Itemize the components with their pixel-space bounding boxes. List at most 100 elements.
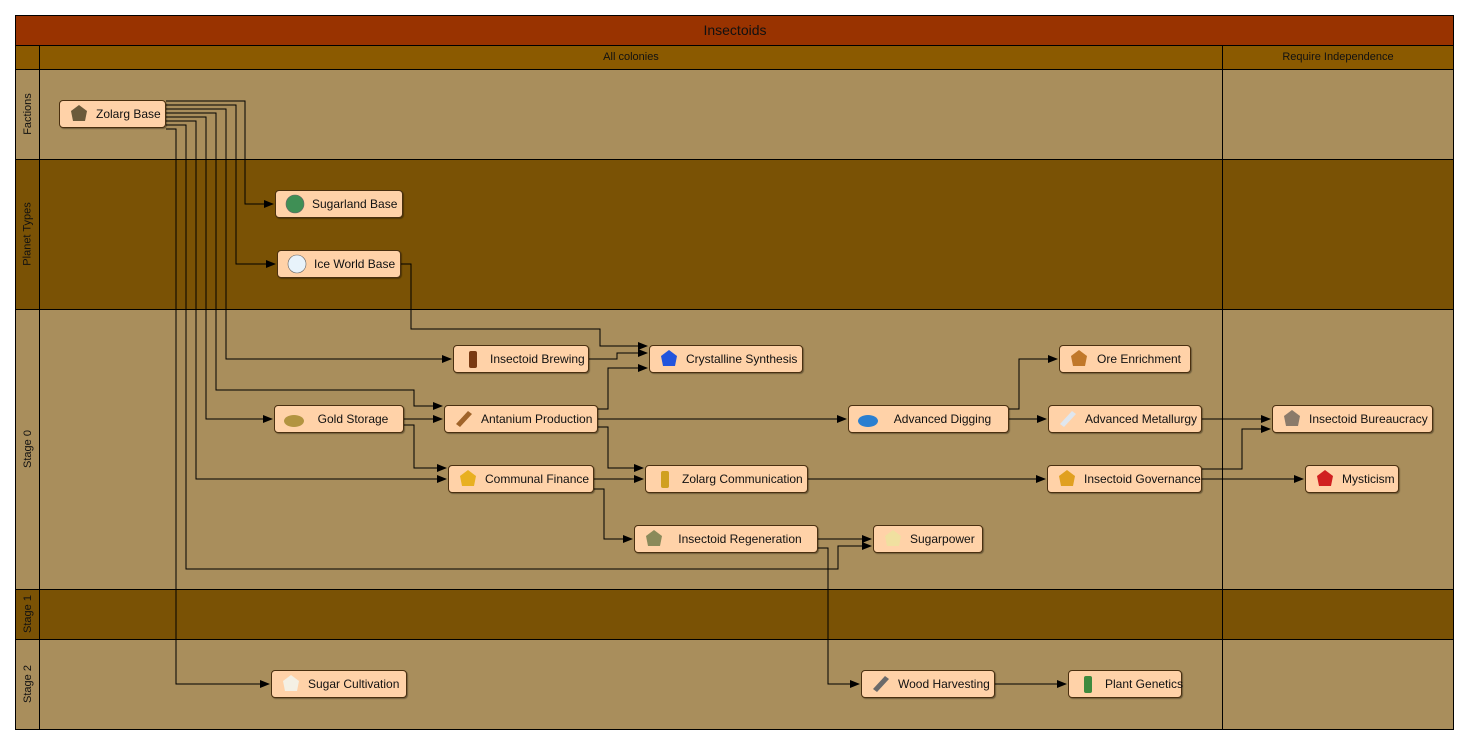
node-advanced-metallurgy[interactable]: Advanced Metallurgy <box>1048 405 1202 433</box>
node-antanium-production[interactable]: Antanium Production <box>444 405 598 433</box>
insect-faction-icon <box>71 105 87 121</box>
sugar-pile-icon <box>283 675 299 691</box>
ore-icon <box>1071 350 1087 366</box>
row-label-text: Factions <box>22 93 35 135</box>
lane-cell <box>39 159 1223 310</box>
spider-icon <box>1317 470 1333 486</box>
row-label-text: Planet Types <box>22 202 34 266</box>
node-sugar-cultivation[interactable]: Sugar Cultivation <box>271 670 407 698</box>
cactus-icon <box>1084 676 1092 693</box>
metal-bar-icon <box>1060 411 1076 427</box>
edge-insectoid-governance-to-insectoid-bureaucracy <box>1202 425 1271 470</box>
node-insectoid-regeneration[interactable]: Insectoid Regeneration <box>634 525 818 553</box>
edge-communal-finance-to-insectoid-regeneration <box>594 488 633 543</box>
ice-planet-icon <box>287 254 307 274</box>
planet-icon <box>285 194 305 214</box>
row-label-factions: Factions <box>16 69 40 159</box>
node-insectoid-bureaucracy[interactable]: Insectoid Bureaucracy <box>1272 405 1433 433</box>
node-label: Sugarpower <box>910 532 975 546</box>
ingot-icon <box>456 411 472 427</box>
node-label: Zolarg Communication <box>682 472 803 486</box>
node-ore-enrichment[interactable]: Ore Enrichment <box>1059 345 1191 373</box>
row-label-stage-2: Stage 2 <box>16 639 40 729</box>
lane-cell <box>39 309 1223 590</box>
column-header-band <box>39 45 1223 70</box>
edge-zolarg-base-to-antanium-production <box>166 112 443 410</box>
edge-insectoid-brewing-to-crystalline-synthesis <box>589 349 648 360</box>
column-header-band <box>1222 45 1454 70</box>
node-zolarg-base[interactable]: Zolarg Base <box>59 100 166 128</box>
edge-gold-storage-to-communal-finance <box>404 424 447 472</box>
sugar-spark-icon <box>885 530 901 546</box>
column-header-require-independence: Require Independence <box>1282 51 1394 63</box>
node-mysticism[interactable]: Mysticism <box>1305 465 1399 493</box>
diagram-title: Insectoids <box>703 22 767 38</box>
edges-layer <box>166 100 1304 688</box>
node-insectoid-brewing[interactable]: Insectoid Brewing <box>453 345 589 373</box>
node-label: Insectoid Regeneration <box>678 532 802 546</box>
row-label-cell <box>15 639 40 730</box>
row-label-text: Stage 1 <box>22 595 35 633</box>
node-ice-world-base[interactable]: Ice World Base <box>277 250 401 278</box>
header-corner <box>15 45 40 70</box>
row-label-planet-types: Planet Types <box>16 159 40 309</box>
node-gold-storage[interactable]: Gold Storage <box>274 405 404 433</box>
lane-cell <box>1222 589 1454 640</box>
node-label: Sugar Cultivation <box>308 677 400 691</box>
lane-cell <box>39 69 1223 160</box>
node-label: Ore Enrichment <box>1096 352 1182 366</box>
coins-icon <box>460 470 476 486</box>
edge-zolarg-base-to-sugar-cultivation <box>166 128 270 688</box>
edge-advanced-digging-to-ore-enrichment <box>1009 355 1058 410</box>
node-communal-finance[interactable]: Communal Finance <box>448 465 594 493</box>
lane-cell <box>1222 69 1454 160</box>
title-band <box>15 15 1454 46</box>
node-label: Insectoid Bureaucracy <box>1309 412 1428 426</box>
node-label: Sugarland Base <box>312 197 398 211</box>
row-label-stage-0: Stage 0 <box>16 309 40 589</box>
row-label-stage-1: Stage 1 <box>16 589 40 639</box>
lane-cell <box>1222 639 1454 730</box>
node-label: Insectoid Brewing <box>490 352 585 366</box>
lane-cell <box>1222 309 1454 590</box>
lane-cell <box>1222 159 1454 310</box>
node-crystalline-synthesis[interactable]: Crystalline Synthesis <box>649 345 803 373</box>
edge-zolarg-base-to-insectoid-brewing <box>166 108 452 363</box>
node-label: Ice World Base <box>314 257 396 271</box>
gold-pile-icon <box>284 415 304 427</box>
node-label: Communal Finance <box>485 472 590 486</box>
row-label-cell <box>15 159 40 310</box>
node-zolarg-communication[interactable]: Zolarg Communication <box>645 465 808 493</box>
crown-icon <box>1059 470 1075 486</box>
bureaucracy-icon <box>1284 410 1300 426</box>
row-label-text: Stage 2 <box>22 665 35 703</box>
node-label: Plant Genetics <box>1105 677 1184 691</box>
node-sugarland-base[interactable]: Sugarland Base <box>275 190 403 218</box>
larvae-icon <box>646 530 662 546</box>
edge-antanium-production-to-crystalline-synthesis <box>598 364 648 410</box>
edge-zolarg-base-to-gold-storage <box>166 116 273 423</box>
node-sugarpower[interactable]: Sugarpower <box>873 525 983 553</box>
edge-zolarg-base-to-ice-world-base <box>166 104 276 268</box>
column-header-all-colonies: All colonies <box>603 51 659 63</box>
node-wood-harvesting[interactable]: Wood Harvesting <box>861 670 995 698</box>
bottle-icon <box>469 351 477 368</box>
crystal-icon <box>661 350 677 366</box>
node-label: Advanced Digging <box>893 412 992 426</box>
edge-antanium-production-to-zolarg-communication <box>598 426 644 472</box>
row-label-cell <box>15 589 40 640</box>
node-insectoid-governance[interactable]: Insectoid Governance <box>1047 465 1202 493</box>
edge-ice-world-base-to-crystalline-synthesis <box>401 263 648 350</box>
antenna-icon <box>661 471 669 488</box>
node-label: Mysticism <box>1342 472 1395 486</box>
crater-icon <box>858 415 878 427</box>
edge-zolarg-base-to-communal-finance <box>166 120 447 483</box>
node-label: Wood Harvesting <box>898 677 990 691</box>
node-label: Antanium Production <box>481 412 593 426</box>
lane-cell <box>39 589 1223 640</box>
node-plant-genetics[interactable]: Plant Genetics <box>1068 670 1183 698</box>
edge-insectoid-regeneration-to-wood-harvesting <box>818 547 860 688</box>
edge-zolarg-base-to-sugarland-base <box>166 100 274 208</box>
node-advanced-digging[interactable]: Advanced Digging <box>848 405 1009 433</box>
